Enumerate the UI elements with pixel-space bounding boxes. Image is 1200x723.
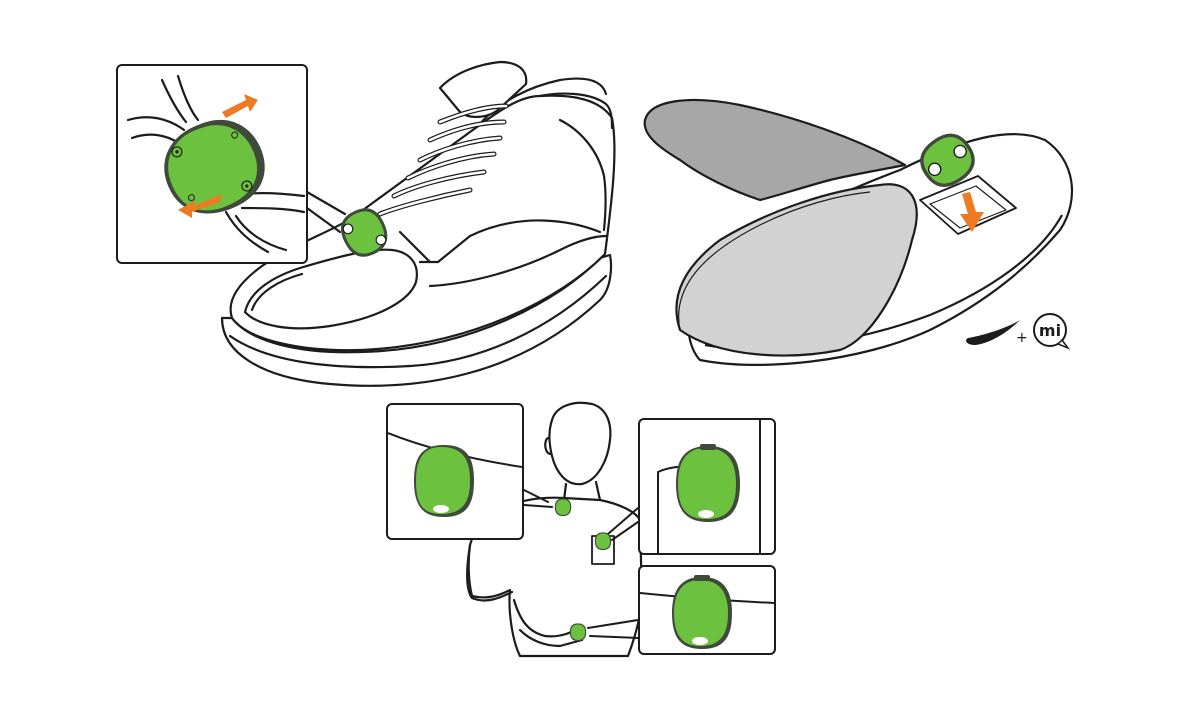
mi-logo-badge: [1033, 313, 1067, 347]
sensor-pod-icon: [334, 202, 394, 263]
sensor-pod-icon: [414, 445, 474, 517]
collar-closeup-inset: [386, 403, 524, 540]
sensor-pod-icon: [569, 623, 587, 642]
collar-closeup-drawing: [388, 432, 522, 517]
sensor-pod-icon: [164, 120, 265, 214]
sensor-pod-icon: [676, 444, 740, 522]
insole-illustration: [643, 98, 1074, 366]
pocket-closeup-inset: [638, 418, 776, 555]
arrow-icon: [178, 194, 222, 218]
shoe-closeup-inset: [116, 64, 308, 264]
sensor-pod-icon: [554, 498, 572, 517]
waistband-closeup-drawing: [640, 575, 774, 649]
logo-plus: +: [1016, 330, 1028, 346]
swoosh-logo-icon: [966, 320, 1020, 345]
brand-logos: + mi: [966, 313, 1071, 350]
sensor-pod-icon: [912, 125, 983, 196]
arrow-icon: [960, 192, 984, 232]
pocket-closeup-drawing: [657, 420, 761, 553]
shoe-illustration: [220, 60, 616, 387]
waistband-closeup-inset: [638, 565, 776, 655]
logo-mi: mi: [1039, 321, 1061, 340]
shoe-closeup-drawing: [126, 74, 306, 254]
arrow-icon: [222, 94, 258, 118]
sensor-pod-icon: [594, 532, 612, 551]
sensor-pod-icon: [672, 575, 732, 649]
